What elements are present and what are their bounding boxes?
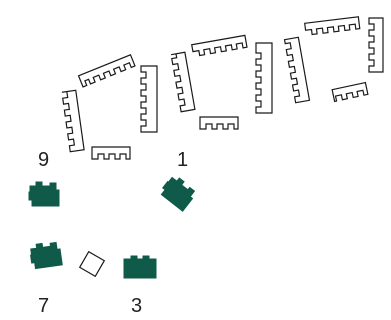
label-9: 9 <box>38 149 49 171</box>
frame-fragment[interactable] <box>141 66 157 132</box>
green-piece-9[interactable] <box>29 182 59 206</box>
frame-fragment[interactable] <box>369 18 383 72</box>
frame-fragment[interactable] <box>62 90 84 151</box>
frame-fragment[interactable] <box>256 43 272 113</box>
frame-fragment[interactable] <box>285 37 310 102</box>
green-piece-3[interactable] <box>124 256 156 278</box>
label-1: 1 <box>177 149 188 171</box>
frame-fragment[interactable] <box>332 83 368 102</box>
frame-fragment[interactable] <box>192 35 247 56</box>
label-7: 7 <box>38 295 49 317</box>
square-tile[interactable] <box>80 252 105 277</box>
frame-fragment[interactable] <box>79 55 135 87</box>
label-3: 3 <box>131 295 142 317</box>
frame-fragments <box>62 17 383 159</box>
solid-pieces <box>29 174 197 278</box>
frame-fragment[interactable] <box>171 52 195 112</box>
green-piece-1[interactable] <box>159 174 197 211</box>
green-piece-7[interactable] <box>29 241 62 269</box>
frame-fragment[interactable] <box>305 17 360 35</box>
frame-fragment[interactable] <box>200 117 238 129</box>
frame-fragment[interactable] <box>92 147 130 159</box>
